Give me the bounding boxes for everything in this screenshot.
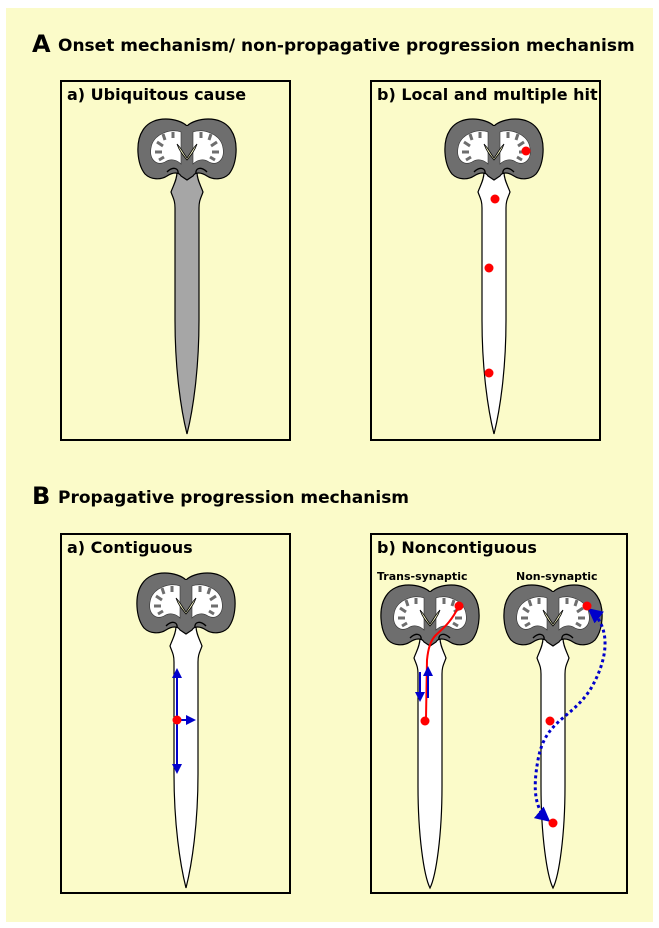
- lesion-dot-icon: [583, 602, 592, 611]
- lesion-dot-icon: [522, 147, 531, 156]
- lesion-dot-icon: [491, 195, 500, 204]
- brain-cns-icon: [381, 585, 479, 888]
- lesion-dot-icon: [173, 716, 182, 725]
- brain-cns-icon: [137, 573, 235, 888]
- lesion-dot-icon: [421, 717, 430, 726]
- brain-cns-icon: [138, 119, 236, 434]
- lesion-dot-icon: [546, 717, 555, 726]
- lesion-dot-icon: [455, 602, 464, 611]
- brain-cns-icon: [504, 585, 602, 888]
- brain-cns-icon: [445, 119, 543, 434]
- lesion-dot-icon: [485, 369, 494, 378]
- lesion-dot-icon: [485, 264, 494, 273]
- lesion-dot-icon: [549, 819, 558, 828]
